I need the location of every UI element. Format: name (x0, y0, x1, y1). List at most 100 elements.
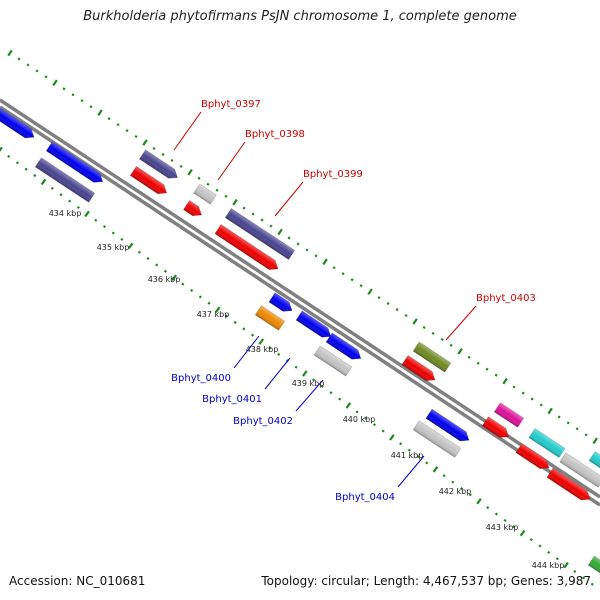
tick-mark (50, 186, 54, 190)
tick-mark (163, 269, 168, 273)
tick-mark (377, 296, 381, 300)
gene-callout-bphyt-0397[interactable]: Bphyt_0397 (173, 99, 261, 151)
tick-mark (111, 231, 115, 235)
gene-label[interactable]: Bphyt_0401 (202, 394, 262, 405)
tick-mark (161, 152, 165, 156)
tick-mark (127, 242, 134, 250)
gene-0407 (546, 467, 591, 501)
tick-mark (269, 224, 273, 228)
tick-mark (547, 407, 553, 415)
gene-shading (193, 183, 217, 205)
gene-callout-bphyt-0403[interactable]: Bphyt_0403 (445, 293, 536, 341)
tick-mark (590, 582, 594, 586)
tick-mark (125, 129, 129, 133)
gene-label[interactable]: Bphyt_0399 (303, 169, 363, 180)
tick-mark (467, 355, 471, 359)
tick-mark (468, 493, 472, 497)
gene-shading (255, 305, 285, 331)
gene-callout-bphyt-0399[interactable]: Bphyt_0399 (274, 169, 363, 217)
gene-callout-bphyt-0401[interactable]: Bphyt_0401 (202, 357, 291, 405)
tick-mark (494, 373, 498, 377)
tick-mark (381, 429, 385, 433)
tick-mark (0, 146, 3, 152)
tick-mark (137, 250, 141, 254)
gene-0400 (268, 292, 293, 312)
tick-mark (33, 174, 37, 178)
tick-mark (232, 198, 238, 206)
tick-mark (338, 397, 342, 401)
gene-shading (528, 428, 566, 458)
tick-mark (539, 403, 543, 407)
gene-label[interactable]: Bphyt_0398 (245, 129, 305, 140)
gene-callout-bphyt-0400[interactable]: Bphyt_0400 (171, 335, 260, 384)
gene-shading (268, 292, 293, 312)
backbone-inner (0, 105, 600, 507)
tick-mark (512, 525, 516, 529)
kbp-label: 435 kbp (97, 243, 130, 252)
tick-mark (15, 161, 19, 165)
tick-mark (233, 320, 237, 324)
tick-mark (97, 109, 103, 116)
gene-callouts: Bphyt_0397Bphyt_0398Bphyt_0399Bphyt_0403… (171, 99, 536, 503)
tick-mark (215, 188, 219, 192)
gene-0408-bar (588, 451, 600, 469)
gene-0406-bar (528, 428, 566, 458)
gene-label[interactable]: Bphyt_0402 (233, 416, 293, 427)
gene-shading (214, 224, 279, 270)
gene-shading (482, 416, 509, 438)
tick-mark (190, 288, 194, 293)
gene-label[interactable]: Bphyt_0400 (171, 373, 231, 384)
tick-mark (62, 87, 66, 91)
tick-mark (521, 391, 525, 395)
tick-mark (320, 384, 324, 388)
gene-0397 (129, 165, 168, 195)
kbp-label: 442 kbp (439, 487, 472, 496)
tick-marks (0, 49, 598, 586)
tick-mark (89, 105, 93, 109)
tick-mark (431, 331, 435, 335)
outer-ruler (7, 49, 598, 445)
tick-mark (581, 576, 586, 580)
tick-mark (171, 274, 177, 281)
callout-leader-line (397, 455, 425, 488)
tick-mark (476, 361, 480, 365)
tick-mark (260, 218, 264, 222)
tick-mark (268, 346, 272, 350)
tick-mark (294, 365, 298, 369)
gene-label[interactable]: Bphyt_0404 (335, 492, 395, 503)
tick-mark (107, 117, 111, 121)
callout-leader-line (295, 379, 324, 412)
tick-mark (538, 544, 542, 548)
gene-shading (314, 345, 352, 377)
tick-mark (573, 569, 577, 574)
gene-callout-bphyt-0404[interactable]: Bphyt_0404 (335, 455, 425, 503)
gene-label[interactable]: Bphyt_0403 (476, 293, 536, 304)
tick-mark (494, 512, 498, 516)
gene-shading (35, 157, 95, 203)
tick-mark (146, 257, 150, 261)
callout-leader-line (445, 305, 477, 341)
kbp-label: 444 kbp (532, 561, 565, 570)
tick-mark (242, 327, 246, 331)
kbp-label: 441 kbp (391, 451, 424, 460)
callout-leader-line (217, 141, 246, 181)
gene-callout-bphyt-0402[interactable]: Bphyt_0402 (233, 379, 324, 427)
tick-mark (17, 57, 21, 61)
callout-leader-line (274, 181, 304, 217)
kbp-label: 439 kbp (292, 379, 325, 388)
tick-mark (207, 301, 211, 305)
tick-mark (345, 402, 352, 409)
gene-0404-bar (412, 420, 462, 458)
tick-mark (332, 266, 336, 270)
tick-mark (198, 295, 202, 299)
tick-mark (432, 466, 439, 473)
gene-shading (225, 208, 295, 260)
tick-mark (7, 49, 13, 57)
gene-shading (559, 452, 600, 488)
gene-label[interactable]: Bphyt_0397 (201, 99, 261, 110)
tick-mark (305, 248, 309, 252)
tick-mark (341, 272, 345, 276)
gene-callout-bphyt-0398[interactable]: Bphyt_0398 (217, 129, 305, 181)
gene-0405 (481, 416, 510, 438)
